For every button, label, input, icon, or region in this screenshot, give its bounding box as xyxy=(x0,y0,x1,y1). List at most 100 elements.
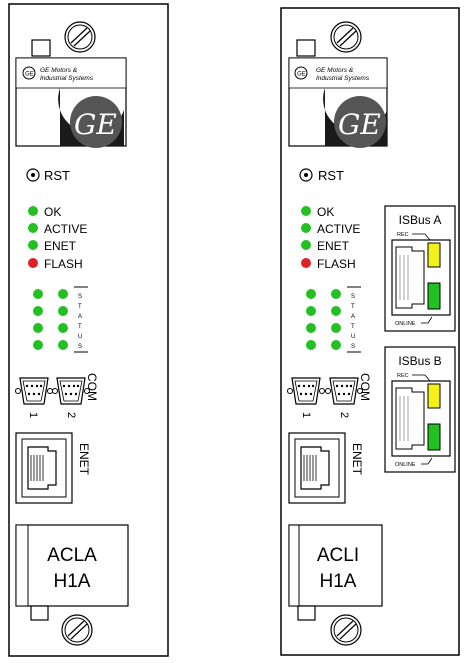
right-led-label: ACTIVE xyxy=(317,222,360,236)
svg-text:GE: GE xyxy=(74,108,117,141)
right-led-active xyxy=(301,223,311,233)
status-letter: U xyxy=(351,334,355,340)
right-bottom-screw-icon[interactable] xyxy=(330,614,362,646)
right-reset-button[interactable] xyxy=(299,168,313,182)
isbus-b-module: ISBus B REC ONLINE xyxy=(384,346,456,473)
isbus-b-online-label: ONLINE xyxy=(395,462,416,468)
right-com-port-2-label: 2 xyxy=(338,412,350,418)
isbus-a-module: ISBus A REC ONLINE xyxy=(384,205,456,332)
right-led-label: OK xyxy=(317,205,334,219)
left-reset-button[interactable] xyxy=(26,168,40,182)
left-led-ok xyxy=(28,206,38,216)
left-ge-small-logo-icon xyxy=(22,66,36,80)
right-com-port-1-label: 1 xyxy=(300,412,312,418)
left-com-port-1-label: 1 xyxy=(27,412,39,418)
status-led xyxy=(306,340,316,350)
left-led-label: OK xyxy=(44,205,61,219)
left-card: GE GE Motors & Industrial Systems GE RST… xyxy=(8,3,169,657)
right-model-plate xyxy=(288,524,383,607)
status-led xyxy=(331,289,341,299)
status-letter: S xyxy=(351,344,355,350)
left-logo-plate: GE GE Motors & Industrial Systems GE xyxy=(15,57,127,148)
status-letter: S xyxy=(78,294,82,300)
right-model-line1: ACLI xyxy=(317,545,359,566)
status-led xyxy=(58,289,68,299)
right-ge-logo-icon: GE xyxy=(323,88,387,148)
status-led xyxy=(33,289,43,299)
left-led-active xyxy=(28,223,38,233)
status-led xyxy=(58,323,68,333)
isbus-b-title: ISBus B xyxy=(398,354,441,368)
right-model-line2: H1A xyxy=(320,571,357,592)
isbus-b-rec-label: REC xyxy=(397,373,409,379)
left-model-line1: ACLA xyxy=(47,545,97,566)
right-ge-small-logo-icon xyxy=(294,66,308,80)
right-com-label: COM xyxy=(358,373,372,401)
left-reset-label: RST xyxy=(44,168,70,183)
left-led-enet xyxy=(28,240,38,250)
status-led xyxy=(33,323,43,333)
isbus-a-rec-label: REC xyxy=(397,232,409,238)
isbus-a-online-label: ONLINE xyxy=(395,321,416,327)
right-led-flash xyxy=(301,258,311,268)
right-status-led-grid: S T A T U S xyxy=(306,286,361,353)
status-led xyxy=(33,306,43,316)
isbus-b-rec-led xyxy=(427,383,441,409)
status-letter: A xyxy=(351,314,355,320)
status-led xyxy=(306,289,316,299)
status-letter: S xyxy=(351,294,355,300)
right-logo-line2: Industrial Systems xyxy=(316,75,370,82)
left-com-port-2-label: 2 xyxy=(65,412,77,418)
status-led xyxy=(306,306,316,316)
left-enet-label: ENET xyxy=(77,443,91,476)
left-top-tab xyxy=(31,39,51,57)
right-enet-label: ENET xyxy=(350,443,364,476)
right-reset-label: RST xyxy=(318,168,344,183)
left-model-line2: H1A xyxy=(54,571,91,592)
left-ethernet-port-icon[interactable] xyxy=(15,432,73,504)
isbus-a-title: ISBus A xyxy=(399,213,442,227)
status-led xyxy=(306,323,316,333)
isbus-b-online-led xyxy=(427,423,441,451)
right-led-enet xyxy=(301,240,311,250)
svg-text:GE: GE xyxy=(297,72,307,78)
status-letter: T xyxy=(351,324,355,330)
left-ge-logo-icon: GE xyxy=(58,88,124,148)
status-led xyxy=(58,340,68,350)
status-led xyxy=(58,306,68,316)
status-led xyxy=(331,340,341,350)
left-logo-line1: GE Motors & xyxy=(40,67,77,74)
right-ethernet-port-icon[interactable] xyxy=(288,432,346,504)
isbus-a-rec-led xyxy=(427,242,441,268)
status-led xyxy=(331,306,341,316)
left-com-label: COM xyxy=(85,373,99,401)
left-status-led-grid: S T A T U S xyxy=(33,286,88,353)
isbus-b-port-icon[interactable] xyxy=(391,380,451,457)
right-bottom-tab xyxy=(297,605,316,621)
left-logo-line2: Industrial Systems xyxy=(40,75,94,82)
right-logo-plate: GE GE Motors & Industrial Systems GE xyxy=(288,57,388,148)
status-letter: A xyxy=(78,314,82,320)
right-top-screw-icon[interactable] xyxy=(330,21,362,53)
status-letter: S xyxy=(78,344,82,350)
right-logo-line1: GE Motors & xyxy=(316,67,353,74)
isbus-a-online-led xyxy=(427,282,441,310)
isbus-a-port-icon[interactable] xyxy=(391,239,451,316)
right-led-label: FLASH xyxy=(317,257,356,271)
left-bottom-tab xyxy=(30,605,49,621)
left-bottom-screw-icon[interactable] xyxy=(61,614,93,646)
left-led-flash xyxy=(28,258,38,268)
right-top-tab xyxy=(296,39,316,57)
right-led-ok xyxy=(301,206,311,216)
status-letter: T xyxy=(351,304,355,310)
status-letter: T xyxy=(78,324,82,330)
status-led xyxy=(33,340,43,350)
left-model-plate xyxy=(15,524,129,607)
left-led-label: ENET xyxy=(44,239,77,253)
left-top-screw-icon[interactable] xyxy=(64,21,96,53)
svg-text:GE: GE xyxy=(338,108,381,141)
right-card: GE GE Motors & Industrial Systems GE RST… xyxy=(280,7,460,656)
status-led xyxy=(331,323,341,333)
left-led-label: FLASH xyxy=(44,257,83,271)
